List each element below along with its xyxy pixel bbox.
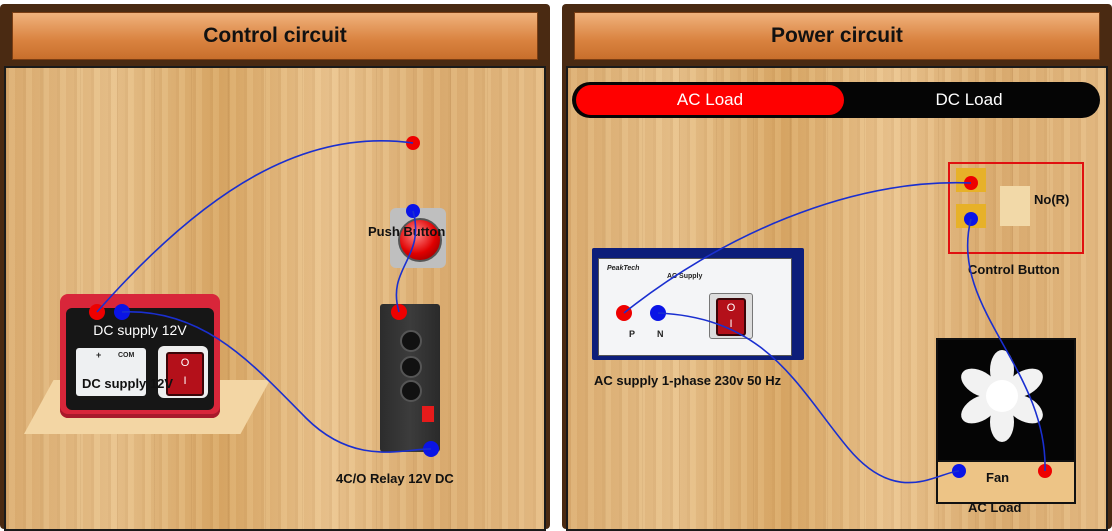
relay-label: 4C/O Relay 12V DC — [336, 471, 454, 486]
relay-coil-terminal-negative[interactable] — [423, 441, 439, 457]
plus-label: + — [96, 350, 102, 360]
dc-load-tab[interactable]: DC Load — [935, 90, 1003, 109]
neutral-label: N — [657, 329, 664, 339]
dc-supply-positive-terminal[interactable] — [89, 304, 105, 320]
ac-supply-phase-terminal[interactable] — [616, 305, 632, 321]
push-button-terminal-in[interactable] — [406, 136, 420, 150]
dc-supply[interactable]: DC supply 12V + COM O I — [60, 294, 220, 418]
switch-on-mark: I — [729, 318, 733, 330]
control-circuit-title: Control circuit — [12, 12, 538, 60]
fan-terminal-phase[interactable] — [1038, 464, 1052, 478]
fan-name: Fan — [986, 470, 1010, 485]
phase-label: P — [629, 329, 636, 339]
dc-supply-com-terminal[interactable] — [114, 304, 130, 320]
ac-supply-brand: PeakTech — [607, 265, 640, 272]
ac-load-tab[interactable]: AC Load — [576, 85, 844, 115]
control-button-terminal-in[interactable] — [964, 176, 978, 190]
ac-supply[interactable]: PeakTech AC Supply P N O I — [592, 248, 804, 360]
control-button-terminal-out[interactable] — [964, 212, 978, 226]
control-circuit-board: DC supply 12V + COM O I DC supply 12V Pu… — [4, 66, 546, 531]
relay-knob — [400, 330, 422, 352]
power-circuit-board: AC Load DC Load No(R) Control Button Pea… — [566, 66, 1108, 531]
relay-knob — [400, 356, 422, 378]
ac-supply-power-switch[interactable]: O I — [709, 293, 753, 339]
wire — [96, 139, 414, 313]
switch-on-mark: I — [183, 375, 187, 387]
load-type-toggle: AC Load DC Load — [572, 82, 1100, 118]
dc-supply-front-panel: DC supply 12V + COM O I — [66, 308, 214, 410]
relay-indicator — [422, 406, 434, 422]
relay-knob — [400, 380, 422, 402]
control-button-label: Control Button — [968, 262, 1060, 277]
fan-terminal-neutral[interactable] — [952, 464, 966, 478]
relay-coil-terminal-positive[interactable] — [391, 304, 407, 320]
power-circuit-panel: Power circuit AC Load DC Load No(R) Cont… — [562, 4, 1112, 531]
com-label: COM — [118, 352, 135, 359]
switch-off-mark: O — [726, 302, 736, 314]
switch-off-mark: O — [180, 357, 190, 369]
ac-load-label: AC Load — [968, 500, 1022, 515]
ac-supply-label: AC supply 1-phase 230v 50 Hz — [594, 373, 782, 388]
ac-supply-model: AC Supply — [667, 273, 703, 280]
ac-fan[interactable]: Fan — [936, 338, 1076, 504]
ac-supply-neutral-terminal[interactable] — [650, 305, 666, 321]
fan-icon — [961, 350, 1043, 442]
control-circuit-panel: Control circuit DC supply 12V + COM O I … — [0, 4, 550, 531]
dc-supply-label: DC supply 12V — [82, 376, 174, 391]
no-contact-symbol — [1000, 186, 1030, 226]
power-circuit-title: Power circuit — [574, 12, 1100, 60]
ac-supply-rocker: O I — [716, 298, 746, 336]
relay[interactable] — [380, 304, 440, 452]
push-button-label: Push Button — [368, 224, 446, 239]
contact-label: No(R) — [1034, 192, 1070, 207]
push-button-terminal-out[interactable] — [406, 204, 420, 218]
dc-supply-screen-title: DC supply 12V — [93, 322, 187, 338]
